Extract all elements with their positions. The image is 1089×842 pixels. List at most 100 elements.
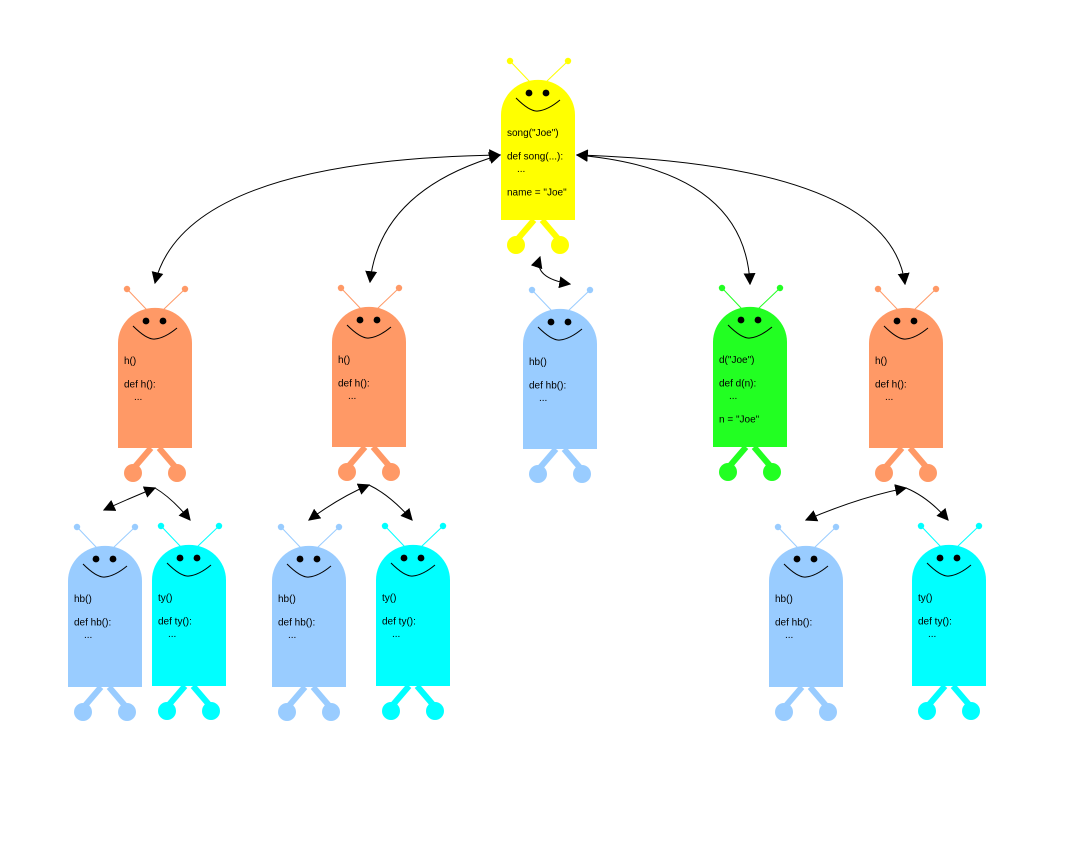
robot-l2-b2: ty() def ty():... <box>376 522 450 720</box>
arrow-root-to-l1-a <box>151 149 502 285</box>
robot-body <box>152 544 226 686</box>
code-line: hb() <box>775 594 793 605</box>
foot <box>158 702 176 720</box>
arrow-l1-e-to-l2-e2 <box>905 487 949 521</box>
eye <box>400 554 408 562</box>
foot <box>819 703 837 721</box>
code-line: ty() <box>382 593 396 604</box>
eye <box>92 555 100 563</box>
antenna-tip <box>506 57 514 65</box>
eye <box>417 554 425 562</box>
code-line: ... <box>928 629 936 640</box>
antenna <box>509 60 531 83</box>
antenna-tip <box>215 522 223 530</box>
robot-l2-a2: ty()def ty():... <box>152 522 226 720</box>
eye <box>525 89 533 97</box>
code-line: name = "Joe" <box>507 188 567 199</box>
antenna <box>877 288 899 311</box>
antenna <box>112 526 136 549</box>
eye <box>893 317 901 325</box>
arrow-l1-a-to-l2-a2 <box>154 487 191 521</box>
antenna <box>340 287 362 310</box>
foot <box>338 463 356 481</box>
antenna-tip <box>335 523 343 531</box>
antenna-tip <box>123 285 131 293</box>
smile <box>727 324 773 339</box>
eye <box>547 318 555 326</box>
code-line: ... <box>517 164 525 175</box>
eye <box>737 316 745 324</box>
foot <box>202 702 220 720</box>
foot <box>124 464 142 482</box>
antenna-tip <box>131 523 139 531</box>
robot-body <box>869 307 943 448</box>
code-line: ... <box>84 630 92 641</box>
code-line: ... <box>134 392 142 403</box>
antenna <box>162 288 186 311</box>
arrow-root-to-l1-e <box>575 149 910 286</box>
robot-l1-a: h()def h():... <box>118 285 192 482</box>
antenna-tip <box>586 286 594 294</box>
code-line: ... <box>885 392 893 403</box>
foot <box>278 703 296 721</box>
smile <box>286 563 332 578</box>
arrow-l1-e-to-l2-e1 <box>804 484 908 522</box>
antenna <box>376 287 400 310</box>
code-line: hb() <box>278 594 296 605</box>
code-line: ... <box>348 391 356 402</box>
code-line: hb() <box>529 357 547 368</box>
robot-l1-b: h()def h():... <box>332 284 406 481</box>
foot <box>551 236 569 254</box>
eye <box>296 555 304 563</box>
code-line: ... <box>288 630 296 641</box>
antenna-tip <box>277 523 285 531</box>
code-line: n = "Joe" <box>719 415 760 426</box>
code-line: def ty(): <box>382 617 416 628</box>
eye <box>159 317 167 325</box>
code-line: ... <box>539 393 547 404</box>
antenna-tip <box>975 522 983 530</box>
code-line: ... <box>392 629 400 640</box>
robot-l2-a1: hb()def hb():... <box>68 523 142 721</box>
foot <box>507 236 525 254</box>
robot-body <box>713 306 787 447</box>
smile <box>926 562 972 577</box>
arrow-l1-a-to-l2-a1 <box>102 486 157 511</box>
eye <box>754 316 762 324</box>
antenna-tip <box>776 284 784 292</box>
code-line: ... <box>168 629 176 640</box>
code-line: hb() <box>74 594 92 605</box>
foot <box>382 702 400 720</box>
antenna-tip <box>381 522 389 530</box>
code-line: def hb(): <box>529 381 566 392</box>
antenna <box>196 525 220 548</box>
smile <box>82 563 128 578</box>
code-line: h() <box>875 356 887 367</box>
eye <box>542 89 550 97</box>
antenna <box>777 526 799 549</box>
arrow-root-to-l1-d <box>575 149 756 286</box>
foot <box>918 702 936 720</box>
code-line: def h(): <box>124 380 156 391</box>
robot-body <box>68 545 142 687</box>
code-line: def h(): <box>875 380 907 391</box>
smile <box>783 563 829 578</box>
antenna <box>316 526 340 549</box>
code-line: song("Joe") <box>507 128 559 139</box>
code-line: d("Joe") <box>719 355 754 366</box>
foot <box>322 703 340 721</box>
code-line: ... <box>785 630 793 641</box>
smile <box>883 325 929 340</box>
foot <box>875 464 893 482</box>
antenna <box>757 287 781 310</box>
eye <box>793 555 801 563</box>
antenna-tip <box>528 286 536 294</box>
antenna <box>567 289 591 312</box>
eye <box>356 316 364 324</box>
antenna <box>420 525 444 548</box>
antenna-tip <box>932 285 940 293</box>
antenna <box>384 525 406 548</box>
antenna-tip <box>917 522 925 530</box>
code-line: def h(): <box>338 379 370 390</box>
